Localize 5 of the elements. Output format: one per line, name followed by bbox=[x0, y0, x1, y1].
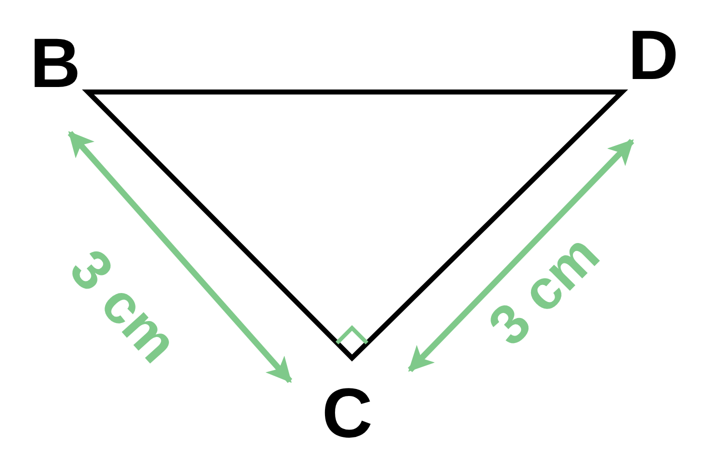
dimension-label: 3 cm bbox=[478, 225, 609, 355]
vertex-label: C bbox=[322, 378, 373, 448]
dimension-label: 3 cm bbox=[60, 240, 188, 372]
vertex-label: D bbox=[628, 20, 679, 90]
vertex-label: B bbox=[30, 28, 81, 98]
